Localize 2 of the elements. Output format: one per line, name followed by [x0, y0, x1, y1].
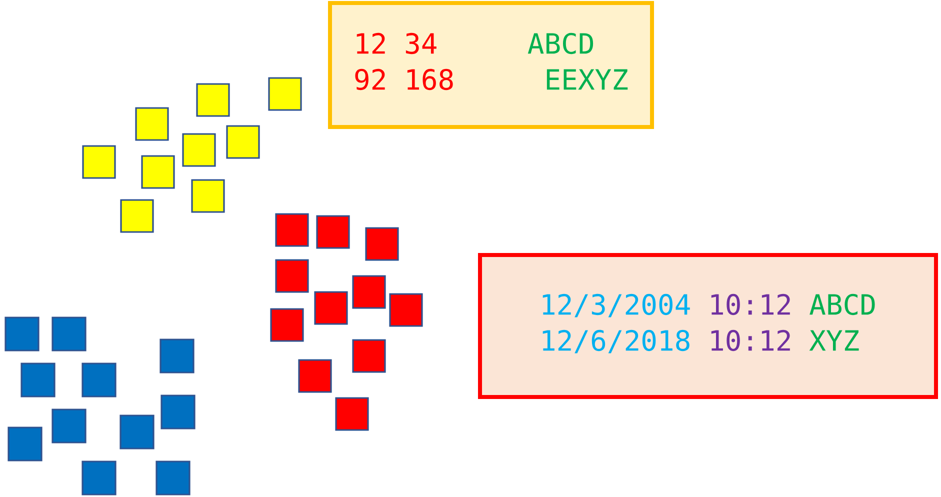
text-box: 12 34 ABCD 92 168 EEXYZ: [328, 1, 654, 129]
text-box: 12/3/2004 10:12 ABCD 12/6/2018 10:12 XYZ: [478, 253, 938, 399]
